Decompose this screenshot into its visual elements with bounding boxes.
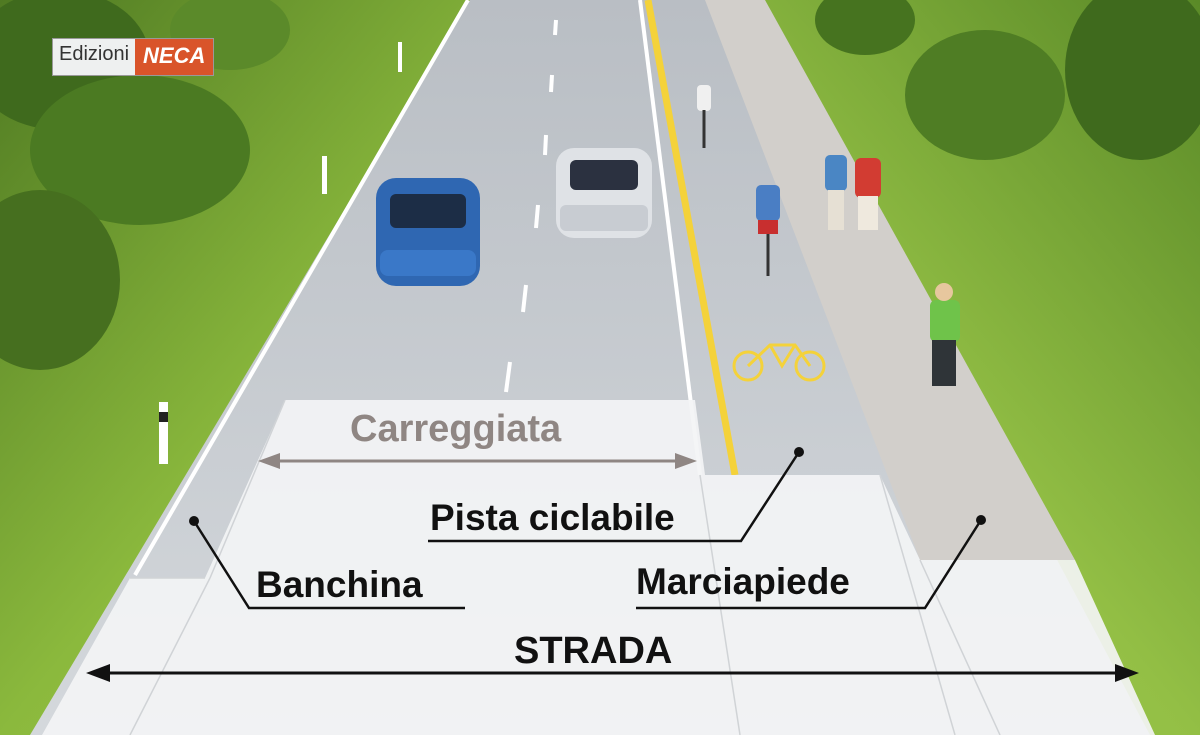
dot-marciapiede [976, 515, 986, 525]
edge-line-left [133, 0, 470, 577]
cyclist-near [756, 185, 780, 276]
pedestrians-pair [825, 155, 881, 230]
leader-pista [428, 451, 801, 543]
label-carreggiata: Carreggiata [350, 408, 562, 450]
label-marciapiede: Marciapiede [636, 561, 850, 602]
logo-prefix: Edizioni [53, 39, 136, 75]
label-banchina: Banchina [256, 564, 423, 605]
edge-line-right [638, 0, 702, 476]
trees-right [815, 0, 1200, 160]
cyclist-far [697, 85, 711, 148]
strada-arrow [86, 664, 1139, 682]
silver-car [556, 148, 652, 238]
leader-marciapiede [636, 519, 983, 610]
overlay-guide-lines [129, 399, 1001, 735]
carreggiata-arrow [258, 453, 697, 469]
label-strada: STRADA [514, 630, 673, 672]
logo-brand: NECA [135, 39, 214, 75]
dot-pista [794, 447, 804, 457]
bike-lane-symbol [732, 343, 826, 382]
bike-lane-line [644, 0, 739, 476]
diagram-overlay [42, 400, 1155, 735]
publisher-logo: Edizioni NECA [52, 38, 215, 76]
roadside-posts [159, 42, 402, 464]
sidewalk [705, 0, 1075, 560]
blue-car [376, 178, 480, 286]
dot-banchina [189, 516, 199, 526]
pedestrian-green [930, 283, 960, 386]
label-pista-ciclabile: Pista ciclabile [430, 497, 675, 538]
leader-banchina [192, 520, 465, 610]
center-dashes [504, 19, 558, 393]
